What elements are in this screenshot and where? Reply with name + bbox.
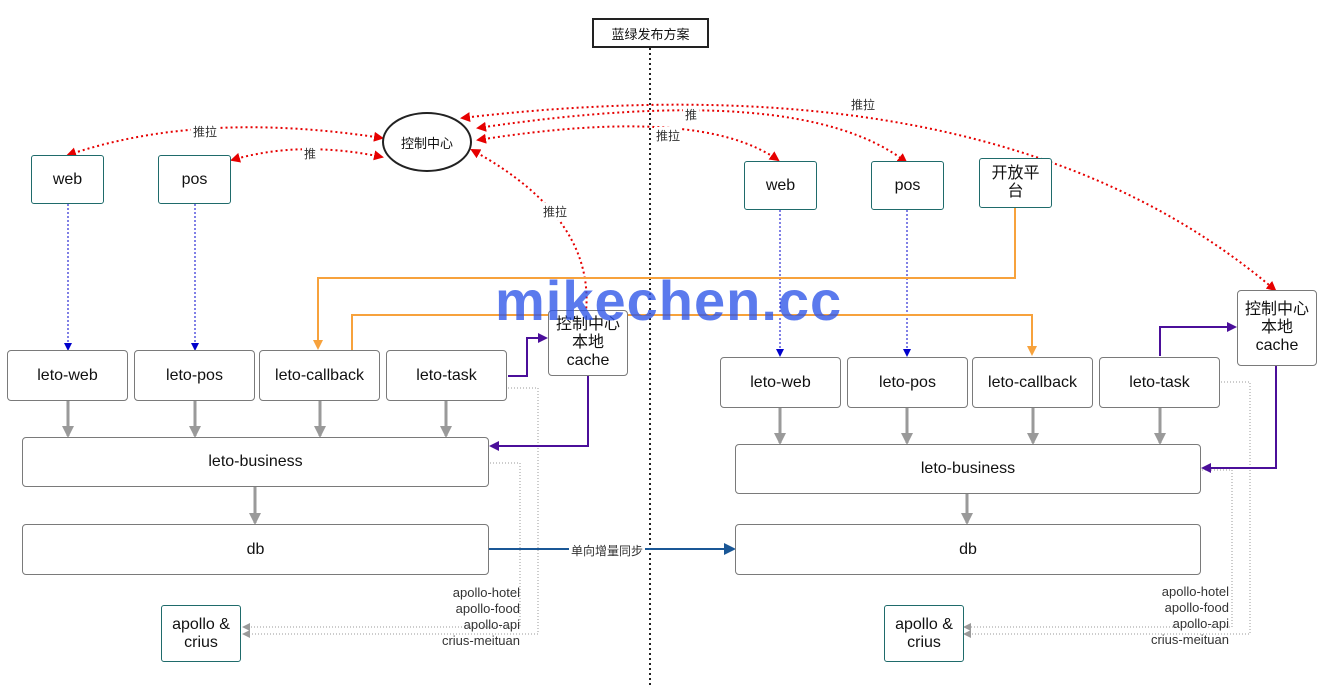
edge-callback-callback-right (351, 314, 1037, 356)
local-cache-node: 控制中心本地cache (548, 310, 628, 376)
leto-web-node: leto-web (7, 350, 128, 401)
edge-label-push-pull-cache: 推拉 (541, 203, 570, 220)
leto-web-node-right: leto-web (720, 357, 841, 408)
edge-openplatform-callback (313, 208, 1016, 350)
edge-label-sync: 单向增量同步 (569, 542, 646, 559)
edge-label-push-pull-web: 推拉 (191, 123, 220, 140)
leto-pos-node-right: leto-pos (847, 357, 968, 408)
edge-task-apollo (242, 387, 539, 638)
control-center-node: 控制中心 (382, 112, 472, 172)
edge-control-pos (230, 148, 384, 163)
edge-label-push-pull-cache-right: 推拉 (849, 96, 878, 113)
leto-business-node: leto-business (22, 437, 489, 487)
leto-callback-node-right: leto-callback (972, 357, 1093, 408)
open-platform-node: 开放平台 (979, 158, 1052, 208)
apollo-item: apollo-hotel (452, 585, 520, 600)
leto-business-node-right: leto-business (735, 444, 1201, 494)
edge-task-cache (508, 333, 548, 377)
web-node: web (31, 155, 104, 204)
edge-cache-business (489, 376, 589, 451)
apollo-item: apollo-food (1164, 600, 1229, 615)
pos-node-right: pos (871, 161, 944, 210)
apollo-items-list-right: apollo-hotel apollo-food apollo-api criu… (1112, 584, 1229, 648)
diagram-title: 蓝绿发布方案 (592, 18, 709, 48)
apollo-item: apollo-hotel (1161, 584, 1229, 599)
apollo-item: apollo-food (455, 601, 520, 616)
db-node: db (22, 524, 489, 575)
leto-callback-node: leto-callback (259, 350, 380, 401)
edge-control-web (66, 126, 384, 158)
edge-label-push-pos-right: 推 (683, 106, 700, 123)
edge-business-apollo (242, 462, 521, 631)
leto-pos-node: leto-pos (134, 350, 255, 401)
leto-task-node: leto-task (386, 350, 507, 401)
apollo-crius-node: apollo & crius (161, 605, 241, 662)
apollo-item: apollo-api (463, 617, 520, 632)
apollo-crius-node-right: apollo & crius (884, 605, 964, 662)
watermark: mikechen.cc (495, 269, 843, 332)
edge-business-apollo-right (963, 469, 1233, 631)
leto-task-node-right: leto-task (1099, 357, 1220, 408)
edge-task-apollo-right (963, 381, 1251, 638)
apollo-item: crius-meituan (1150, 632, 1229, 647)
apollo-items-list: apollo-hotel apollo-food apollo-api criu… (405, 585, 520, 649)
web-node-right: web (744, 161, 817, 210)
edge-label-push-pos: 推 (302, 145, 319, 162)
apollo-item: apollo-api (1172, 616, 1229, 631)
apollo-item: crius-meituan (441, 633, 520, 648)
edge-control-cache-right (460, 103, 1277, 292)
pos-node: pos (158, 155, 231, 204)
edge-control-web-right (476, 125, 780, 162)
db-node-right: db (735, 524, 1201, 575)
edge-cache-business-right (1201, 366, 1277, 473)
local-cache-node-right: 控制中心本地cache (1237, 290, 1317, 366)
edge-label-push-pull-web-right: 推拉 (654, 127, 683, 144)
edge-task-cache-right (1159, 322, 1237, 356)
